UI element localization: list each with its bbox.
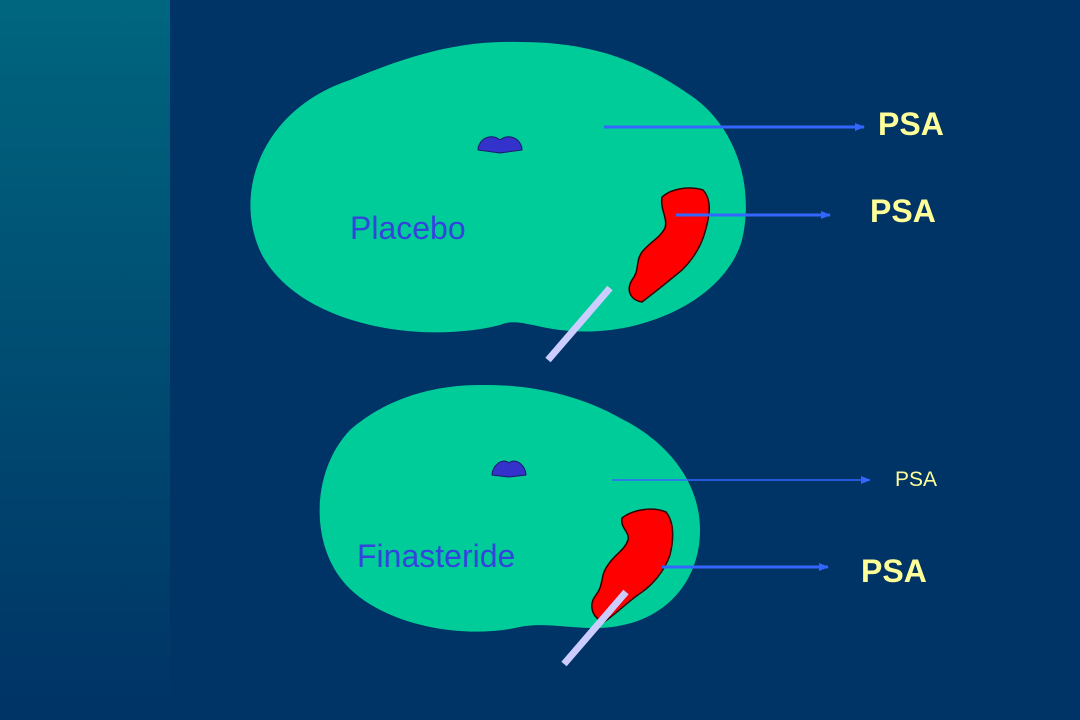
- psa-label-finasteride-lower: PSA: [861, 553, 927, 589]
- prostate-gland-placebo: [250, 41, 746, 333]
- treatment-label-finasteride: Finasteride: [357, 538, 516, 574]
- tumor-placebo: [628, 187, 710, 303]
- urethra-finasteride: [491, 460, 527, 478]
- side-gradient-bar: [0, 0, 170, 720]
- biopsy-needle-finasteride: [561, 589, 629, 667]
- psa-label-finasteride-upper: PSA: [895, 468, 938, 491]
- biopsy-needle-placebo: [545, 285, 613, 363]
- urethra-placebo: [477, 136, 523, 154]
- psa-label-placebo-lower: PSA: [870, 193, 936, 229]
- prostate-gland-finasteride: [319, 384, 700, 632]
- psa-label-placebo-upper: PSA: [878, 106, 944, 142]
- treatment-label-placebo: Placebo: [350, 210, 466, 246]
